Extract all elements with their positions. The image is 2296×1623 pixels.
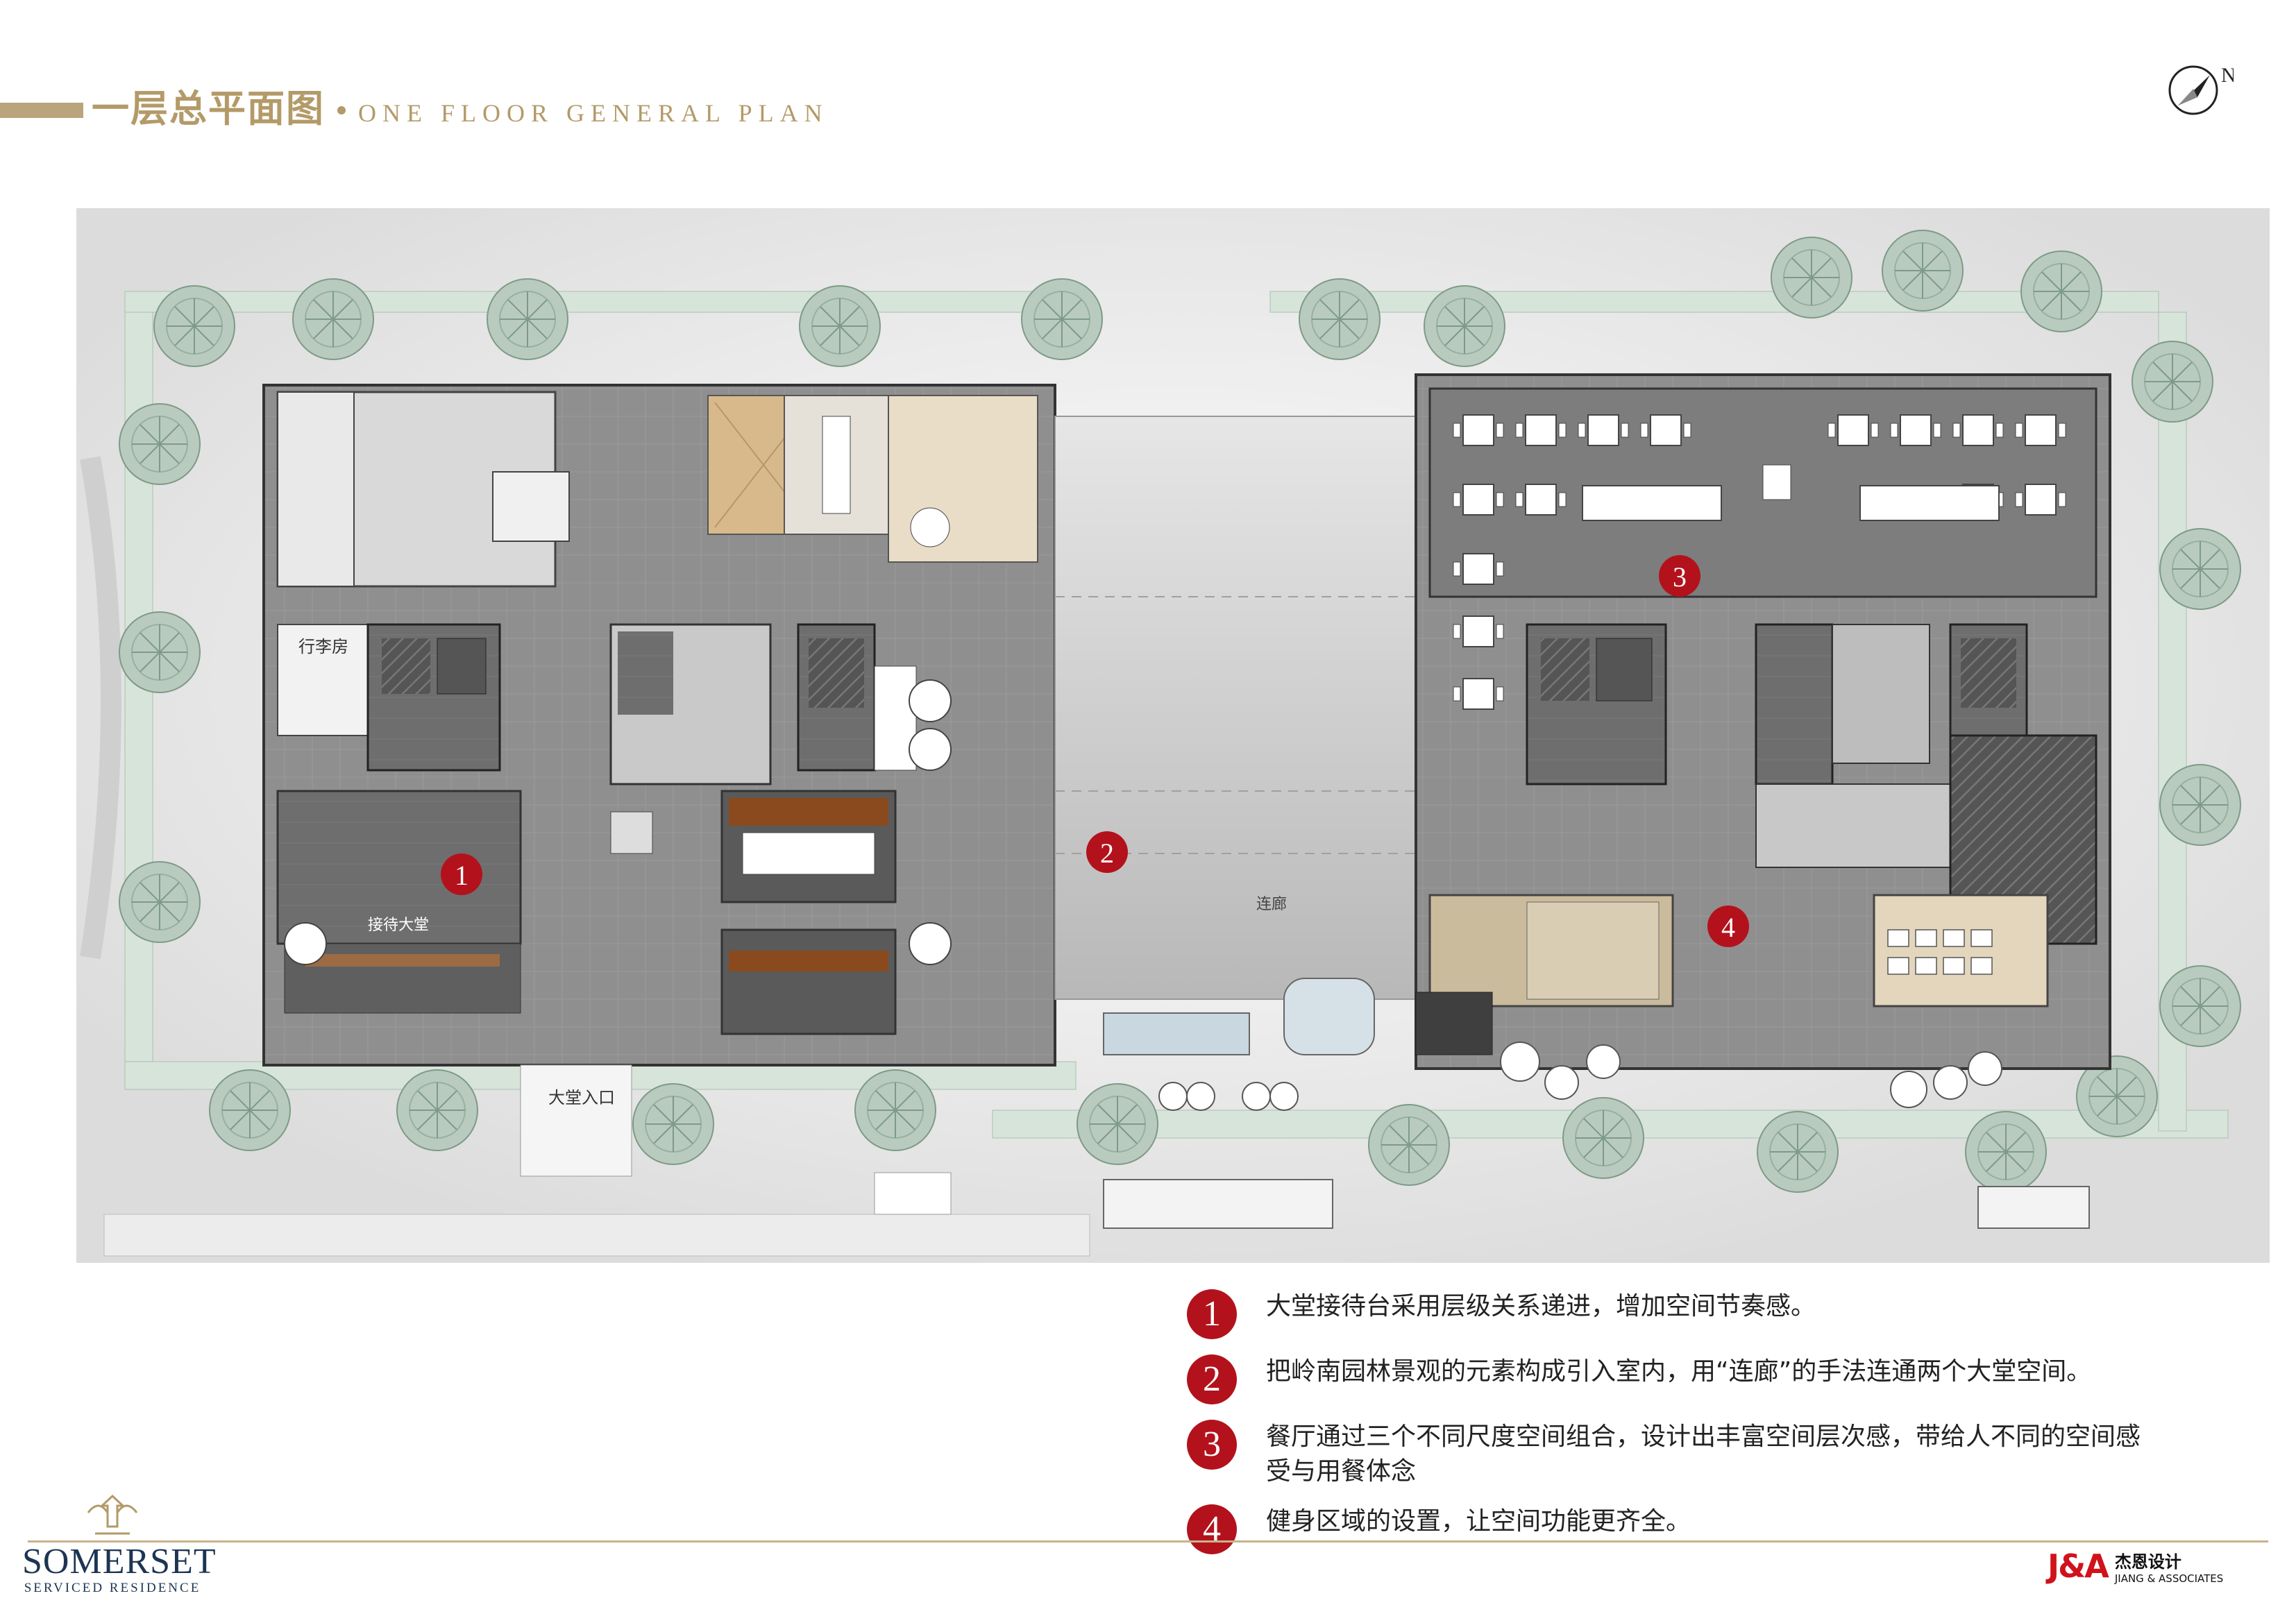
marker-2-label: 2 (1100, 838, 1114, 869)
brand-subtitle: SERVICED RESIDENCE (24, 1581, 201, 1595)
marker-3-label: 3 (1673, 561, 1687, 593)
note-number-badge: 3 (1187, 1420, 1237, 1470)
marker-4-label: 4 (1721, 912, 1735, 943)
note-item: 1 大堂接待台采用层级关系递进，增加空间节奏感。 (1187, 1289, 2159, 1339)
note-text: 健身区域的设置，让空间功能更齐全。 (1266, 1507, 1691, 1536)
note-text: 大堂接待台采用层级关系递进，增加空间节奏感。 (1266, 1292, 1816, 1320)
header-accent-bar (0, 103, 83, 118)
marker-1: 1 (441, 853, 482, 895)
luggage-room-label: 行李房 (298, 637, 348, 656)
note-item: 3 餐厅通过三个不同尺度空间组合，设计出丰富空间层次感，带给人不同的空间感受与用… (1187, 1420, 2159, 1489)
marker-2: 2 (1086, 831, 1128, 873)
design-notes: 1 大堂接待台采用层级关系递进，增加空间节奏感。 2 把岭南园林景观的元素构成引… (1187, 1289, 2159, 1570)
note-number-badge: 1 (1187, 1289, 1237, 1339)
footer-divider (28, 1540, 2268, 1543)
brand-name: SOMERSET (22, 1542, 217, 1581)
firm-name-cn: 杰恩设计 (2114, 1552, 2181, 1572)
marker-1-label: 1 (455, 860, 469, 891)
note-number-badge: 2 (1187, 1354, 1237, 1404)
note-item: 2 把岭南园林景观的元素构成引入室内，用“连廊”的手法连通两个大堂空间。 (1187, 1354, 2159, 1404)
north-arrow-icon: N (2168, 64, 2234, 115)
north-label: N (2221, 64, 2234, 87)
firm-logo: J&A 杰恩设计 JIANG & ASSOCIATES (2048, 1547, 2223, 1585)
title-separator-dot (337, 106, 346, 114)
corridor-label: 连廊 (1256, 896, 1287, 913)
title-cn: 一层总平面图 (92, 87, 325, 130)
note-number-badge: 4 (1187, 1504, 1237, 1554)
title-en: ONE FLOOR GENERAL PLAN (358, 99, 829, 127)
floor-plan: 行李房 接待大堂 大堂入口 连廊 (76, 208, 2270, 1263)
somerset-logo: SOMERSET SERVICED RESIDENCE (22, 1492, 217, 1596)
note-text: 把岭南园林景观的元素构成引入室内，用“连廊”的手法连通两个大堂空间。 (1266, 1357, 2092, 1386)
firm-mark: J&A (2048, 1547, 2109, 1585)
note-text: 餐厅通过三个不同尺度空间组合，设计出丰富空间层次感，带给人不同的空间感受与用餐体… (1266, 1422, 2141, 1486)
entrance-label: 大堂入口 (548, 1088, 615, 1107)
lobby-reception-label: 接待大堂 (368, 917, 429, 934)
marker-4: 4 (1707, 906, 1749, 947)
page-title: 一层总平面图 ONE FLOOR GENERAL PLAN (92, 78, 829, 133)
crest-icon (87, 1494, 138, 1535)
firm-name-en: JIANG & ASSOCIATES (2114, 1572, 2224, 1585)
marker-3: 3 (1659, 555, 1700, 597)
note-item: 4 健身区域的设置，让空间功能更齐全。 (1187, 1504, 2159, 1554)
